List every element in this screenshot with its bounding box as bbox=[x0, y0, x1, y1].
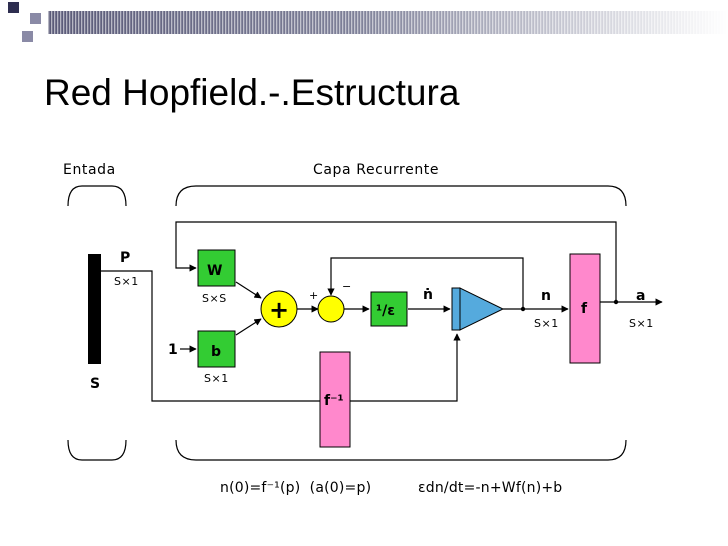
integrator-bar bbox=[451, 287, 461, 331]
minus-sign: − bbox=[342, 280, 351, 293]
equation-initial-condition: n(0)=f⁻¹(p) (a(0)=p) bbox=[220, 480, 371, 496]
finv-label: f⁻¹ bbox=[324, 393, 344, 409]
output-junction-dot bbox=[613, 299, 619, 305]
integrator-triangle bbox=[459, 287, 505, 331]
ndot-label: ṅ bbox=[423, 287, 433, 303]
f-label: f bbox=[581, 301, 588, 317]
recurrent-bracket-top bbox=[175, 185, 627, 207]
bias-block bbox=[197, 330, 236, 368]
input-bracket-bottom bbox=[67, 439, 127, 461]
input-section-label: Entada bbox=[63, 162, 116, 178]
sum-junction bbox=[260, 290, 298, 328]
diff-junction bbox=[317, 295, 345, 323]
recurrent-bracket-bottom bbox=[175, 439, 627, 461]
input-size: S bbox=[90, 376, 100, 392]
weight-label: W bbox=[207, 263, 222, 279]
bias-to-sum-wire bbox=[235, 318, 262, 336]
n-junction-dot bbox=[520, 306, 526, 312]
f-block bbox=[569, 253, 601, 364]
slide-title: Red Hopfield.-.Estructura bbox=[44, 72, 460, 113]
weight-block bbox=[197, 249, 236, 287]
corner-square-1 bbox=[8, 2, 19, 13]
header-decoration bbox=[8, 2, 728, 42]
input-bracket-top bbox=[67, 185, 127, 207]
plus-sign: + bbox=[309, 289, 318, 302]
input-vector-bar bbox=[88, 254, 101, 364]
bias-dim: S×1 bbox=[204, 372, 229, 385]
scale-block bbox=[370, 291, 408, 327]
scale-block-label: ¹/ε bbox=[376, 303, 395, 319]
corner-square-2 bbox=[30, 13, 41, 24]
sum-symbol: + bbox=[269, 296, 289, 324]
output-dim: S×1 bbox=[629, 317, 654, 330]
header-bar-stripes bbox=[48, 11, 728, 34]
input-dim: S×1 bbox=[114, 275, 139, 288]
n-label: n bbox=[541, 288, 551, 304]
weight-dim: S×S bbox=[202, 292, 227, 305]
finv-block bbox=[319, 351, 351, 448]
bias-input-value: 1 bbox=[168, 342, 178, 358]
output-label: a bbox=[636, 288, 645, 304]
input-to-initial-wire bbox=[101, 270, 461, 402]
bias-label: b bbox=[211, 344, 221, 360]
output-feedback-wire bbox=[175, 221, 617, 302]
corner-square-3 bbox=[22, 31, 33, 42]
recurrent-section-label: Capa Recurrente bbox=[313, 162, 439, 178]
weight-to-sum-wire bbox=[235, 281, 262, 299]
equation-dynamics: εdn/dt=-n+Wf(n)+b bbox=[418, 480, 562, 496]
n-dim: S×1 bbox=[534, 317, 559, 330]
input-name: P bbox=[120, 250, 130, 266]
n-feedback-wire bbox=[327, 257, 524, 309]
